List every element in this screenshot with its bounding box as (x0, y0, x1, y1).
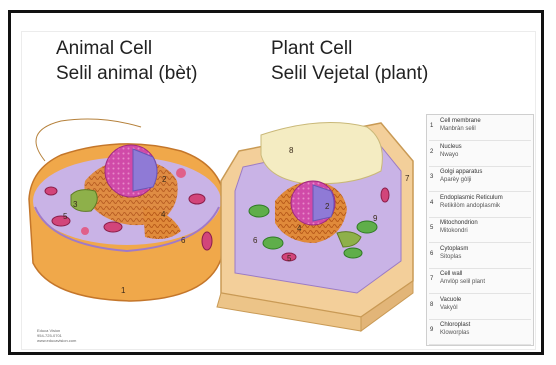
legend-number: 9 (430, 327, 433, 333)
legend-english: Golgi apparatus (440, 169, 482, 175)
cell-poster: Animal Cell Selil animal (bèt) Plant Cel… (21, 31, 536, 350)
legend-english: Vacuole (440, 297, 461, 303)
cell-illustration: 2 3 4 5 6 1 8 2 4 5 (21, 31, 426, 350)
legend-english: Cell wall (440, 271, 462, 277)
animal-label-6: 6 (181, 236, 186, 245)
legend-creole: Aparèy gòlji (440, 177, 471, 183)
plant-label-7: 7 (405, 174, 410, 183)
legend-creole: Nwayo (440, 152, 458, 158)
legend-divider (429, 242, 531, 243)
plant-mitochondrion-2 (381, 188, 389, 202)
animal-mitochondrion-3 (189, 194, 205, 204)
animal-label-4: 4 (161, 210, 166, 219)
plant-chloroplast-2 (263, 237, 283, 249)
animal-mitochondrion-4 (202, 232, 212, 250)
legend-number: 3 (430, 174, 433, 180)
legend-english: Endoplasmic Reticulum (440, 195, 503, 201)
plant-label-9: 9 (373, 214, 378, 223)
plant-label-2: 2 (325, 202, 330, 211)
plant-vacuole (261, 123, 382, 184)
animal-vesicle-2 (81, 227, 89, 235)
plant-label-8: 8 (289, 146, 294, 155)
legend-creole: Anvlòp selil plant (440, 279, 485, 285)
plant-label-6: 6 (253, 236, 258, 245)
legend-divider (429, 268, 531, 269)
legend-creole: Kloworplas (440, 330, 469, 336)
legend-english: Cell membrane (440, 118, 481, 124)
animal-mitochondrion-2 (104, 222, 122, 232)
animal-label-2: 2 (162, 175, 167, 184)
animal-cell: 2 3 4 5 6 1 (29, 119, 225, 301)
legend-divider (429, 344, 531, 345)
legend-number: 1 (430, 123, 433, 129)
legend-number: 2 (430, 149, 433, 155)
animal-label-1: 1 (121, 286, 126, 295)
legend-divider (429, 217, 531, 218)
legend-divider (429, 191, 531, 192)
legend-creole: Retikilòm andoplasmik (440, 203, 500, 209)
plant-cell: 8 2 4 5 6 7 9 (217, 123, 413, 332)
animal-mitochondrion-5 (45, 187, 57, 195)
animal-vesicle (176, 168, 186, 178)
legend-number: 7 (430, 276, 433, 282)
plant-chloroplast-4 (344, 248, 362, 258)
legend-divider (429, 166, 531, 167)
legend-english: Nucleus (440, 144, 462, 150)
legend-english: Cytoplasm (440, 246, 468, 252)
legend-number: 8 (430, 302, 433, 308)
legend-creole: Sitoplas (440, 254, 461, 260)
legend-english: Mitochondrion (440, 220, 478, 226)
legend-creole: Mitokondri (440, 228, 468, 234)
legend-creole: Manbràn selil (440, 126, 476, 132)
credit-line: www.educavision.com (37, 338, 76, 343)
legend-number: 6 (430, 251, 433, 257)
legend-number: 5 (430, 225, 433, 231)
plant-label-5: 5 (287, 254, 292, 263)
animal-label-5: 5 (63, 212, 68, 221)
legend-divider (429, 319, 531, 320)
publisher-credit: Educa Vision 954-725-0701 www.educavisio… (37, 328, 76, 343)
plant-label-4: 4 (297, 224, 302, 233)
plant-chloroplast (249, 205, 269, 217)
legend-divider (429, 140, 531, 141)
legend-divider (429, 293, 531, 294)
legend-creole: Vakyòl (440, 305, 458, 311)
legend-number: 4 (430, 200, 433, 206)
legend-english: Chloroplast (440, 322, 470, 328)
animal-label-3: 3 (73, 200, 78, 209)
